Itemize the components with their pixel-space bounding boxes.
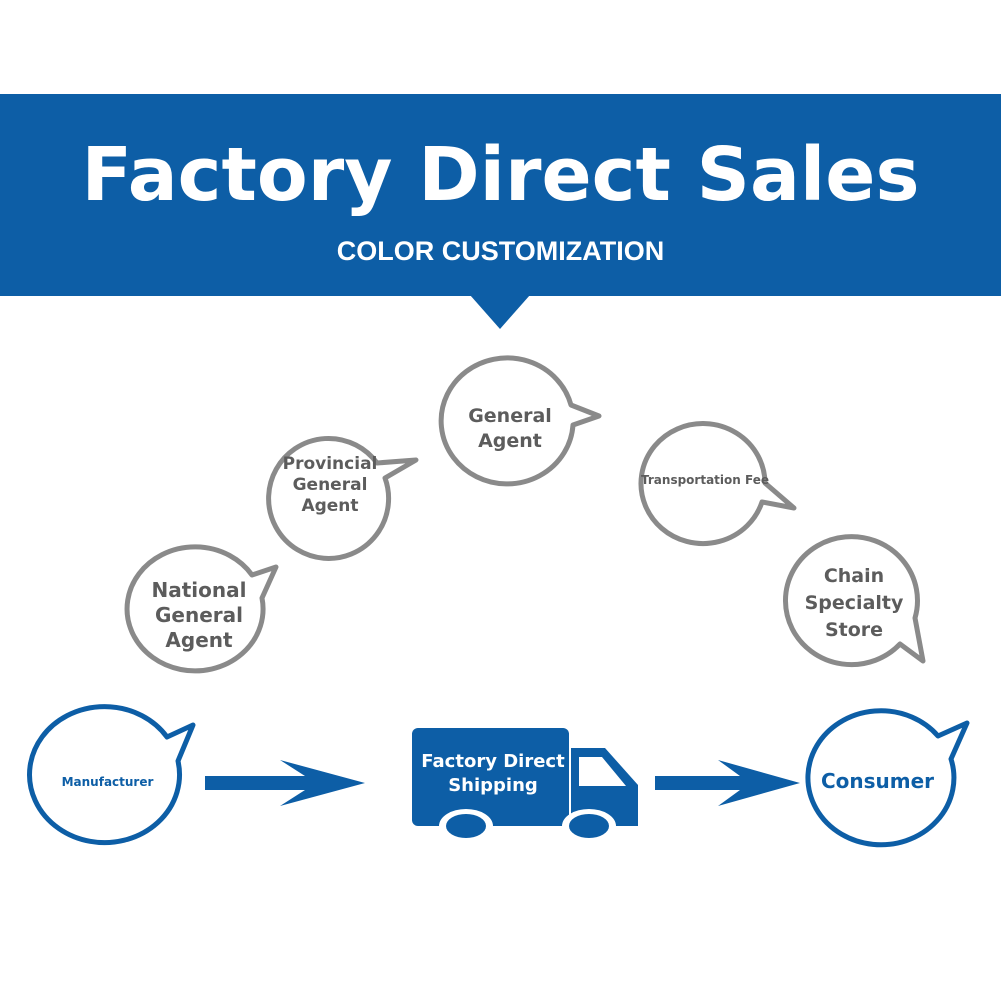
arrow-right-icon — [205, 760, 365, 806]
bubble-national — [124, 544, 279, 674]
page-title: Factory Direct Sales — [81, 132, 920, 218]
label-manufacturer: Manufacturer — [61, 775, 154, 789]
arrow-right-icon — [655, 760, 800, 806]
truck-icon — [412, 728, 638, 843]
label-transportation-fee: Transportation Fee — [641, 473, 769, 487]
page-subtitle: COLOR CUSTOMIZATION — [336, 236, 665, 266]
truck-label: Factory Direct Shipping — [421, 751, 565, 796]
bubble-provincial — [266, 435, 419, 561]
label-chain-specialty-store: Chain Specialty Store — [804, 565, 904, 641]
bubble-transport — [638, 421, 797, 547]
bubble-manufacturer — [27, 704, 196, 846]
label-general-agent: General Agent — [468, 405, 552, 452]
header-banner — [0, 94, 1001, 296]
label-provincial-general-agent: Provincial General Agent — [282, 454, 378, 516]
bubble-consumer — [805, 708, 970, 848]
bubble-chain — [783, 534, 926, 668]
bubble-general — [438, 355, 602, 487]
banner-pointer — [470, 295, 530, 329]
label-consumer: Consumer — [820, 769, 935, 793]
label-national-general-agent: National General Agent — [151, 578, 247, 652]
